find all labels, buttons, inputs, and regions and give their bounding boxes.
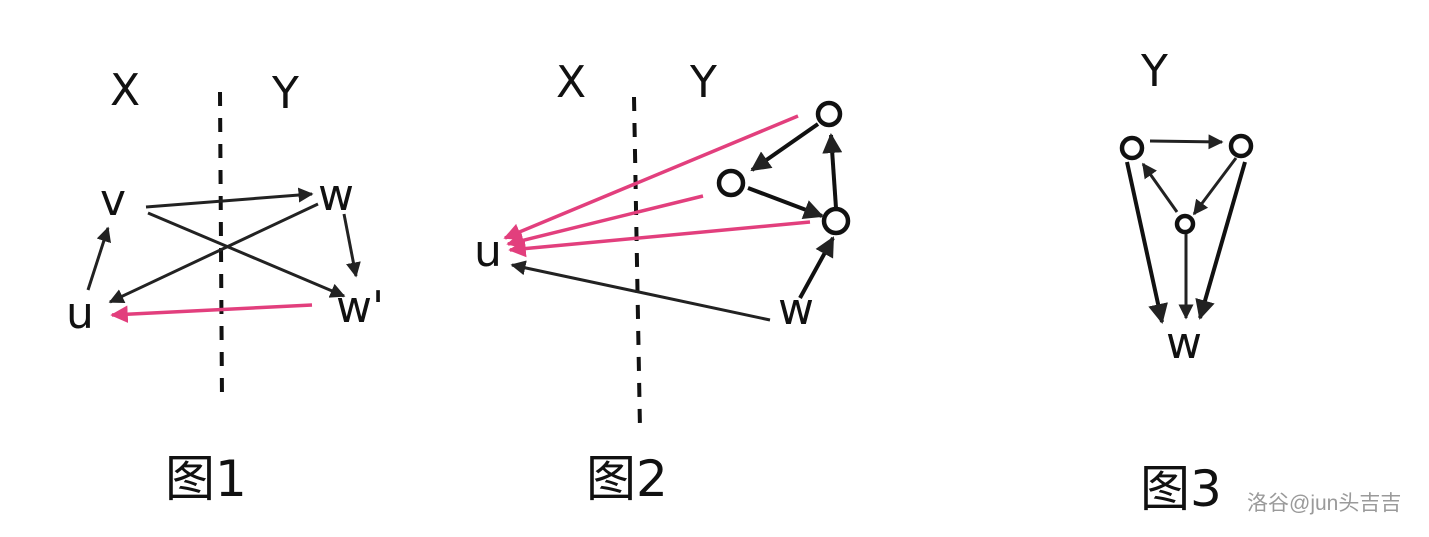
fig1-edge-w-to-u: [108, 202, 319, 304]
fig2-edge-w-to-u: [510, 260, 771, 322]
fig2-edge-top-to-u-highlight: [503, 114, 799, 241]
fig2-node-u: u: [474, 226, 502, 277]
fig3-edge-center-to-top-left: [1141, 162, 1179, 213]
fig3-node-w: w: [1166, 318, 1202, 369]
fig3-edge-top-right-to-center: [1192, 157, 1238, 216]
fig1-label-y: Y: [271, 68, 299, 119]
fig2-edge-w-to-bottom-right: [798, 236, 835, 299]
fig1-label-x: X: [110, 65, 140, 116]
fig1-edge-v-to-w-prime: [147, 211, 346, 298]
fig2-edge-bottom-right-to-u-highlight: [508, 220, 811, 258]
fig3-edge-top-right-to-w: [1195, 161, 1247, 320]
fig1-edge-w-to-w-prime: [342, 213, 361, 278]
fig1-edge-v-to-w: [145, 187, 314, 209]
fig1-edge-w-prime-to-u-highlight: [110, 303, 313, 323]
watermark: 洛谷@jun头吉吉: [1247, 492, 1401, 515]
fig2-label-y: Y: [689, 57, 717, 108]
fig3-node-top-right: [1228, 133, 1254, 159]
fig2-node-w: w: [778, 284, 814, 335]
fig1-node-w-prime: w': [336, 282, 384, 333]
fig2-label-x: X: [556, 57, 586, 108]
fig3-caption: 图3: [1140, 460, 1222, 518]
fig1-node-w: w: [318, 170, 354, 221]
fig2-edge-left-to-u-highlight: [506, 194, 704, 249]
fig3-node-top-left: [1119, 135, 1145, 161]
fig2-node-bottom-right: [821, 206, 851, 236]
figure-3: Y w 图3: [1119, 46, 1254, 518]
fig3-edge-top-left-to-top-right: [1149, 134, 1224, 150]
fig2-partition-line: [632, 96, 642, 431]
figure-1: X Y v u w w' 图1: [66, 65, 384, 508]
fig1-caption: 图1: [165, 450, 247, 508]
fig3-node-center: [1174, 213, 1196, 235]
fig3-label-y: Y: [1140, 46, 1168, 97]
fig2-node-left: [716, 168, 746, 198]
fig3-edge-top-left-to-w: [1125, 161, 1168, 324]
fig1-partition-line: [218, 91, 224, 401]
fig2-edge-bottom-right-to-top: [822, 133, 843, 209]
fig2-edge-top-to-left: [750, 122, 820, 172]
fig1-node-u: u: [66, 288, 94, 339]
fig1-edge-u-to-v: [86, 226, 111, 291]
fig2-edge-left-to-bottom-right: [747, 186, 824, 219]
figure-2: X Y u w 图2: [474, 57, 851, 508]
fig2-caption: 图2: [586, 450, 668, 508]
fig2-node-top: [815, 100, 843, 128]
fig1-node-v: v: [100, 175, 126, 226]
